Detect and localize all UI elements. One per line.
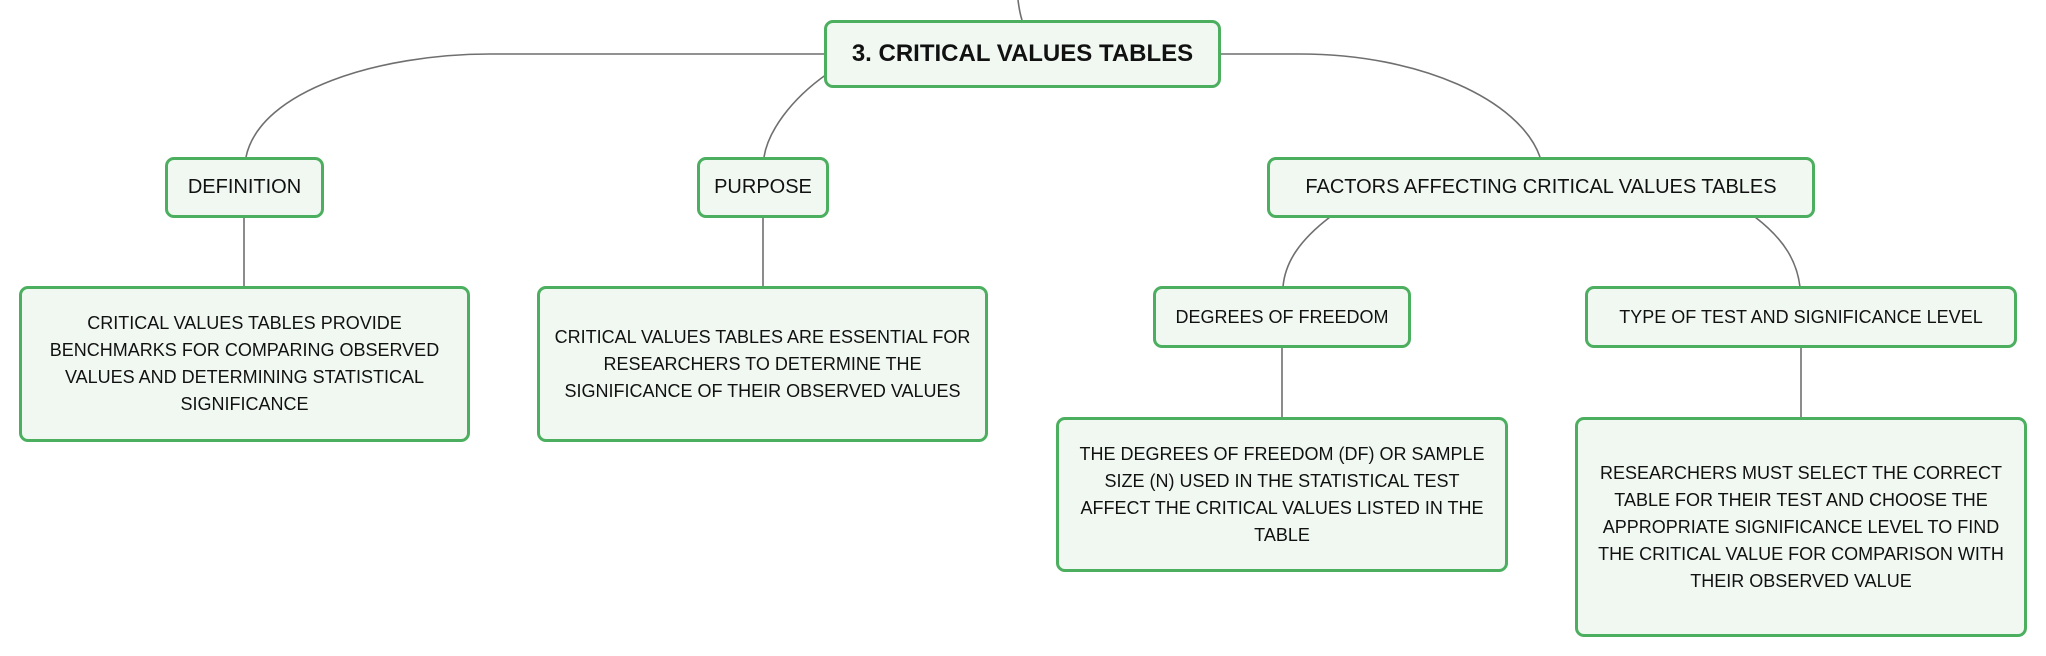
connector-factors-to-dof xyxy=(1282,216,1331,288)
connector-root-to-purpose xyxy=(763,73,828,158)
degrees-of-freedom-label: DEGREES OF FREEDOM xyxy=(1175,306,1389,327)
detail-node-test-type[interactable]: RESEARCHERS MUST SELECT THE CORRECT TABL… xyxy=(1575,417,2027,637)
detail-node-definition[interactable]: CRITICAL VALUES TABLES PROVIDE BENCHMARK… xyxy=(19,286,470,442)
test-type-detail-text: RESEARCHERS MUST SELECT THE CORRECT TABL… xyxy=(1598,462,2004,591)
purpose-detail-text: CRITICAL VALUES TABLES ARE ESSENTIAL FOR… xyxy=(554,326,971,401)
detail-node-purpose[interactable]: CRITICAL VALUES TABLES ARE ESSENTIAL FOR… xyxy=(537,286,988,442)
factors-label: FACTORS AFFECTING CRITICAL VALUES TABLES xyxy=(1305,176,1777,198)
definition-label: DEFINITION xyxy=(187,176,302,198)
connector-root-to-definition xyxy=(245,53,824,158)
connector-root-to-factors xyxy=(1218,53,1541,158)
topic-node-factors[interactable]: FACTORS AFFECTING CRITICAL VALUES TABLES xyxy=(1267,157,1815,218)
subtopic-node-degrees-of-freedom[interactable]: DEGREES OF FREEDOM xyxy=(1153,286,1411,348)
subtopic-node-test-type[interactable]: TYPE OF TEST AND SIGNIFICANCE LEVEL xyxy=(1585,286,2017,348)
root-node-critical-values-tables[interactable]: 3. CRITICAL VALUES TABLES xyxy=(824,20,1221,88)
connector-parent-to-root xyxy=(1017,0,1023,21)
detail-node-degrees-of-freedom[interactable]: THE DEGREES OF FREEDOM (DF) OR SAMPLE SI… xyxy=(1056,417,1508,572)
root-node-label: 3. CRITICAL VALUES TABLES xyxy=(851,40,1194,67)
topic-node-purpose[interactable]: PURPOSE xyxy=(697,157,829,218)
connector-factors-to-testtype xyxy=(1754,216,1801,288)
degrees-of-freedom-detail-text: THE DEGREES OF FREEDOM (DF) OR SAMPLE SI… xyxy=(1079,443,1485,545)
topic-node-definition[interactable]: DEFINITION xyxy=(165,157,324,218)
definition-detail-text: CRITICAL VALUES TABLES PROVIDE BENCHMARK… xyxy=(49,313,440,414)
test-type-label: TYPE OF TEST AND SIGNIFICANCE LEVEL xyxy=(1619,306,1983,327)
purpose-label: PURPOSE xyxy=(714,176,812,198)
